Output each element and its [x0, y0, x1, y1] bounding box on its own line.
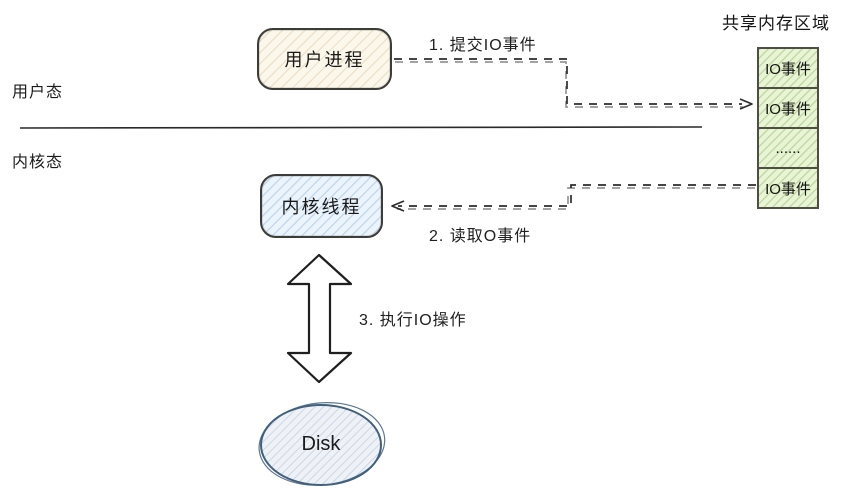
submit-io-arrow-echo — [395, 61, 743, 108]
io-event-cell: IO事件 — [757, 87, 819, 129]
mode-separator-line — [19, 126, 703, 129]
submit-io-arrow-path — [394, 58, 742, 105]
user-mode-label: 用户态 — [12, 84, 64, 101]
disk-label: Disk — [301, 433, 341, 455]
user-process-node: 用户进程 — [257, 28, 392, 90]
submit-io-arrow — [394, 58, 753, 110]
user-process-label: 用户进程 — [284, 50, 365, 70]
kernel-thread-node: 内核线程 — [260, 174, 383, 238]
read-io-arrow — [391, 184, 756, 212]
step-1-submit-label: 1. 提交IO事件 — [429, 37, 537, 54]
shared-memory-stack: IO事件 IO事件 ...... IO事件 — [757, 47, 819, 209]
step-2-read-label: 2. 读取O事件 — [429, 228, 532, 245]
kernel-thread-label: 内核线程 — [281, 197, 362, 217]
read-io-arrowhead — [391, 200, 405, 212]
read-io-arrow-echo — [397, 187, 755, 210]
kernel-mode-label: 内核态 — [12, 154, 64, 171]
io-event-cell: IO事件 — [757, 167, 819, 209]
submit-io-arrowhead — [739, 98, 753, 110]
shared-memory-title: 共享内存区域 — [722, 14, 830, 33]
step-3-execute-label: 3. 执行IO操作 — [359, 312, 467, 329]
disk-ellipse-echo — [258, 401, 386, 486]
disk-shape — [258, 401, 386, 486]
execute-io-double-arrow — [286, 253, 353, 384]
read-io-arrow-path — [398, 184, 756, 207]
io-event-cell: IO事件 — [757, 47, 819, 89]
io-event-cell-ellipsis: ...... — [757, 127, 819, 169]
